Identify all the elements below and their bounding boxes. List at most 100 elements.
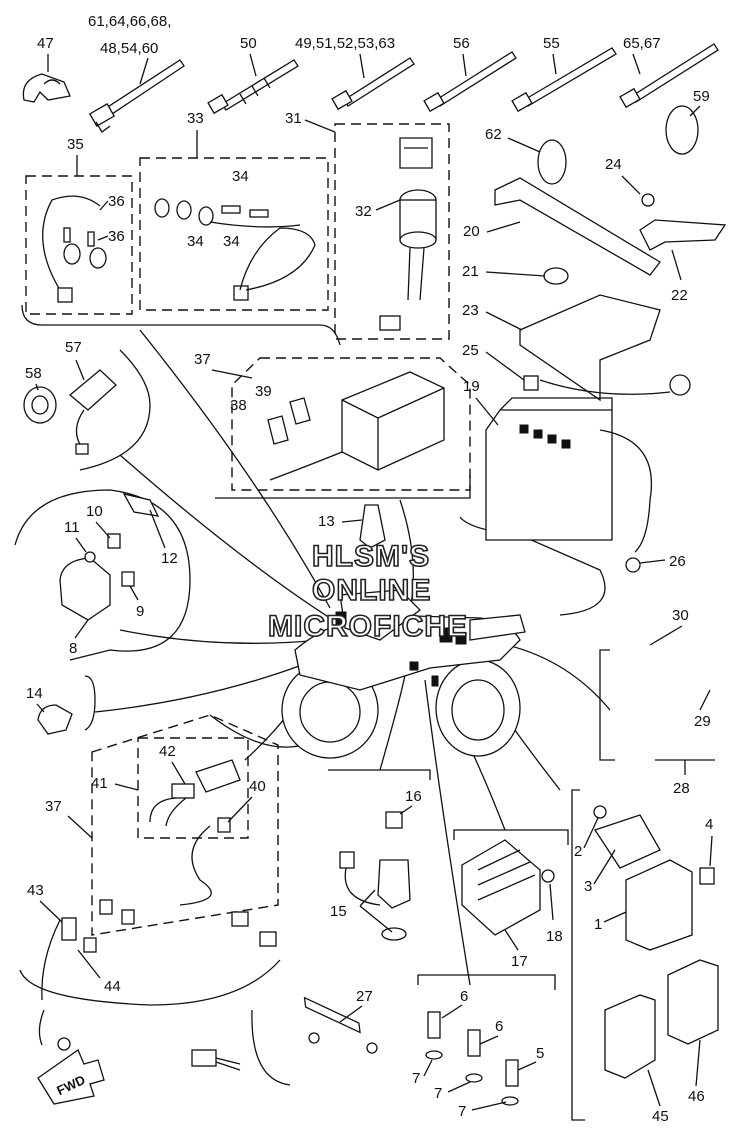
callout-40: 40 <box>249 778 266 795</box>
callout-61-top: 61,64,66,68, <box>88 13 171 30</box>
callout-4: 4 <box>705 816 713 833</box>
frame-37-sub-harness <box>91 714 279 936</box>
cover-42 <box>195 759 241 793</box>
ground-terminal-26 <box>625 557 641 573</box>
bracket-57 <box>79 349 151 471</box>
tie-55 <box>511 47 617 113</box>
callout-47: 47 <box>37 35 54 52</box>
callout-1: 1 <box>594 916 602 933</box>
tie-49 <box>331 57 415 111</box>
cable-ties <box>22 43 719 133</box>
socket-57 <box>68 369 117 411</box>
callout-5: 5 <box>536 1045 544 1062</box>
callout-13: 13 <box>318 513 335 530</box>
callout-36b: 36 <box>108 228 125 245</box>
callout-leaders <box>35 53 715 1111</box>
atv-vehicle <box>281 589 526 759</box>
callout-24: 24 <box>605 156 622 173</box>
callout-56: 56 <box>453 35 470 52</box>
callout-21: 21 <box>462 263 479 280</box>
tie-56 <box>423 51 517 113</box>
bracket-28 <box>599 649 615 761</box>
callout-50: 50 <box>240 35 257 52</box>
relay-8 <box>59 557 111 621</box>
callout-22: 22 <box>671 287 688 304</box>
callout-65: 65,67 <box>623 35 661 52</box>
callout-20: 20 <box>463 223 480 240</box>
boot-12 <box>122 493 160 517</box>
callout-23: 23 <box>462 302 479 319</box>
callout-3: 3 <box>584 878 592 895</box>
bracket-3 <box>593 814 661 869</box>
callout-49: 49,51,52,53,63 <box>295 35 395 52</box>
callout-34b: 34 <box>187 233 204 250</box>
band-59 <box>665 105 699 155</box>
harness-35 <box>42 195 107 303</box>
battery-band-20 <box>494 177 661 276</box>
clip-47 <box>22 73 71 103</box>
battery-19 <box>485 409 613 541</box>
callout-57: 57 <box>65 339 82 356</box>
bracket-43-44 <box>19 959 281 1006</box>
frame-41-lead <box>137 737 249 839</box>
callout-33: 33 <box>187 110 204 127</box>
callout-6a: 6 <box>460 988 468 1005</box>
battery-parts <box>485 105 727 573</box>
center-bottom-parts <box>339 811 555 941</box>
callout-34c: 34 <box>223 233 240 250</box>
callout-44: 44 <box>104 978 121 995</box>
band-62 <box>537 139 567 185</box>
fuse-38 <box>267 415 289 445</box>
callout-25: 25 <box>462 342 479 359</box>
callout-26: 26 <box>669 553 686 570</box>
callout-14: 14 <box>26 685 43 702</box>
callout-15: 15 <box>330 903 347 920</box>
watermark: HLSM'S ONLINE MICROFICHE <box>267 539 468 644</box>
tie-65 <box>619 43 719 109</box>
bracket-27 <box>251 1009 291 1086</box>
bracket-battery <box>459 516 606 616</box>
callout-62: 62 <box>485 126 502 143</box>
callout-29: 29 <box>694 713 711 730</box>
tie-50 <box>207 59 299 115</box>
watermark-line-3: MICROFICHE <box>268 610 468 643</box>
callout-43: 43 <box>27 882 44 899</box>
callout-59: 59 <box>693 88 710 105</box>
callout-37b: 37 <box>45 798 62 815</box>
callout-46: 46 <box>688 1088 705 1105</box>
bolt-24 <box>641 193 655 207</box>
callout-12: 12 <box>161 550 178 567</box>
callout-34a: 34 <box>232 168 249 185</box>
bracket-15 <box>328 769 431 780</box>
cover-23 <box>519 294 661 402</box>
callout-61-bottom: 48,54,60 <box>100 40 158 57</box>
regulator-17 <box>461 839 541 936</box>
screw-9 <box>121 571 135 587</box>
ecu-1 <box>625 859 693 951</box>
screw-10 <box>107 533 121 549</box>
callout-7c: 7 <box>458 1103 466 1120</box>
callout-11: 11 <box>64 519 80 536</box>
bolt-2 <box>593 805 607 819</box>
callout-58: 58 <box>25 365 42 382</box>
watermark-line-1: HLSM'S <box>312 540 430 573</box>
left-side-parts <box>23 369 386 735</box>
bolt-18 <box>541 869 555 883</box>
plug-6b <box>467 1029 481 1057</box>
terminal-25 <box>523 375 539 391</box>
callout-9: 9 <box>136 603 144 620</box>
connector-40 <box>217 817 231 833</box>
bolt-16 <box>385 811 403 829</box>
frame-33-harness <box>139 157 329 311</box>
callout-17: 17 <box>511 953 528 970</box>
plug-5 <box>505 1059 519 1087</box>
callout-36a: 36 <box>108 193 125 210</box>
cap-21 <box>543 267 569 285</box>
callout-32: 32 <box>355 203 372 220</box>
callout-27: 27 <box>356 988 373 1005</box>
coupler-45 <box>604 994 656 1079</box>
bracket-22 <box>639 219 727 251</box>
callout-28: 28 <box>673 780 690 797</box>
bracket-37-base <box>215 475 471 499</box>
